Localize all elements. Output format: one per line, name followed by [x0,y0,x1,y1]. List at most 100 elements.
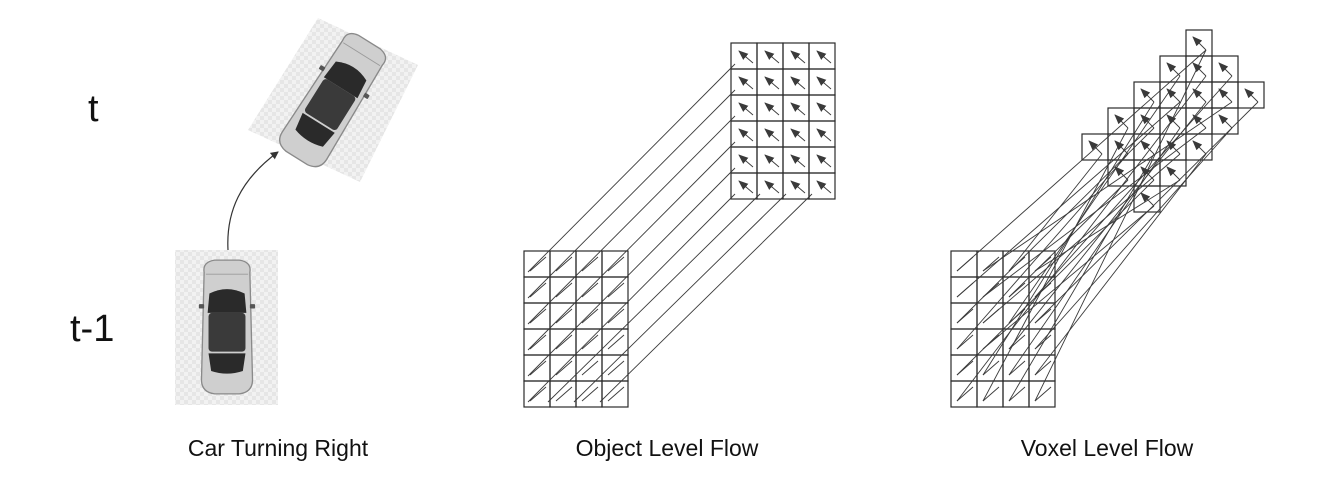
grid-cell-t-minus-1 [576,381,602,407]
cell-flow-arrow [817,51,831,63]
object-flow-line [528,168,735,376]
grid-cell-t-minus-1 [550,355,576,381]
cell-flow-arrow [582,335,598,349]
cell-flow-arrow [739,51,753,63]
grid-cell-t-minus-1 [977,381,1003,407]
cell-flow-arrow [582,361,598,375]
cell-flow-arrow [739,77,753,89]
grid-cell-t-minus-1 [602,277,628,303]
grid-cell-t-minus-1 [524,277,550,303]
caption-car-turning-right: Car Turning Right [188,435,368,462]
cell-flow-arrow [765,181,779,193]
grid-cell-t [731,69,757,95]
cell-flow-arrow [530,309,546,323]
grid-cell-t [809,95,835,121]
cell-flow-arrow [791,155,805,167]
grid-cell-t-minus-1 [951,381,977,407]
grid-cell-t [783,147,809,173]
grid-cell-t [757,147,783,173]
voxel-level-flow [951,30,1264,407]
cell-flow-arrow [556,257,572,271]
object-level-flow [524,43,835,407]
cell-flow-arrow [1167,167,1180,180]
caption-object-level-flow: Object Level Flow [576,435,759,462]
grid-cell-t [783,173,809,199]
grid-cell-t-minus-1 [550,251,576,277]
cell-flow-arrow [791,51,805,63]
cell-flow-arrow [1009,387,1025,401]
cell-flow-arrow [1141,89,1154,102]
cell-flow-arrow [1219,115,1232,128]
grid-cell-t-minus-1 [550,329,576,355]
object-flow-line [528,116,735,324]
grid-cell-t [783,121,809,147]
grid-cell-t-minus-1 [977,251,1003,277]
grid-cell-t-minus-1 [576,329,602,355]
cell-flow-arrow [582,257,598,271]
object-flow-line [528,64,735,272]
cell-flow-arrow [530,361,546,375]
cell-flow-arrow [817,155,831,167]
voxel-flow-line [1009,76,1180,323]
cell-flow-arrow [765,77,779,89]
grid-cell-t-minus-1 [1003,381,1029,407]
grid-cell-t-minus-1 [602,381,628,407]
voxel-flow-line [957,76,1206,401]
object-flow-line [528,90,735,298]
cell-flow-arrow [765,129,779,141]
cell-flow-arrow [608,361,624,375]
cell-flow-arrow [1035,387,1051,401]
grid-cell-t [809,173,835,199]
cell-flow-arrow [817,129,831,141]
cell-flow-arrow [817,103,831,115]
grid-cell-t [757,121,783,147]
cell-flow-arrow [608,309,624,323]
cell-flow-arrow [1193,37,1206,50]
cell-flow-arrow [739,155,753,167]
grid-cell-t [757,95,783,121]
car-photo-t-minus-1 [175,250,278,405]
grid-cell-t [809,43,835,69]
cell-flow-arrow [791,129,805,141]
grid-cell-t [731,121,757,147]
grid-cell-t-minus-1 [602,303,628,329]
grid-cell-t-minus-1 [602,329,628,355]
cell-flow-arrow [1115,141,1128,154]
grid-cell-t-minus-1 [951,277,977,303]
cell-flow-arrow [608,387,624,401]
cell-flow-arrow [817,181,831,193]
cell-flow-arrow [1219,89,1232,102]
row-label-t: t [88,88,99,131]
grid-cell-t-minus-1 [524,381,550,407]
cell-flow-arrow [791,103,805,115]
grid-cell-t-minus-1 [524,355,550,381]
cell-flow-arrow [582,283,598,297]
grid-cell-t [809,147,835,173]
grid-cell-t-minus-1 [977,355,1003,381]
grid-cell-t [731,95,757,121]
row-label-t-minus-1: t-1 [70,308,114,351]
grid-cell-t [809,121,835,147]
grid-cell-t-minus-1 [524,303,550,329]
cell-flow-arrow [1245,89,1258,102]
grid-cell-t-minus-1 [951,329,977,355]
grid-cell-t [757,173,783,199]
motion-arrow [228,152,278,250]
grid-cell-t-minus-1 [951,251,977,277]
cell-flow-arrow [530,335,546,349]
cell-flow-arrow [530,387,546,401]
cell-flow-arrow [983,387,999,401]
grid-cell-t-minus-1 [550,303,576,329]
grid-cell-t-minus-1 [576,355,602,381]
cell-flow-arrow [1219,63,1232,76]
cell-flow-arrow [582,309,598,323]
cell-flow-arrow [791,77,805,89]
grid-cell-t-minus-1 [977,303,1003,329]
cell-flow-arrow [765,155,779,167]
voxel-flow-line [957,102,1180,297]
cell-flow-arrow [582,387,598,401]
grid-cell-t-minus-1 [524,329,550,355]
cell-flow-arrow [1141,193,1154,206]
cell-flow-arrow [556,309,572,323]
caption-voxel-level-flow: Voxel Level Flow [1021,435,1194,462]
